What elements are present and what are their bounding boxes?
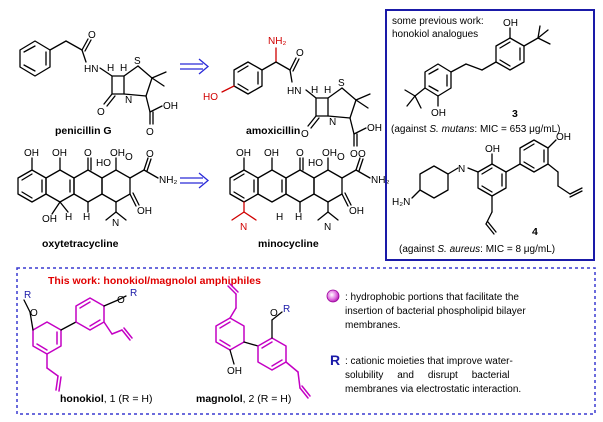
arrow-penicillin-to-amoxicillin [180,58,210,75]
hydrophobic-legend-line-2: insertion of bacterial phospholipid bila… [345,306,526,317]
compound3-number: 3 [512,108,518,120]
compound4-oh-1: OH [485,144,500,155]
amoxicillin-name: amoxicillin [246,125,300,137]
amoxicillin-nh2: NH₂ [268,36,286,47]
magnolol-o: O [270,308,278,319]
oxytetracycline-structure: OH OH O HO OH O O NH₂ OH H OH H N oxytet… [17,148,177,250]
penicillin-oh: OH [163,101,178,112]
oxytet-nh2: NH₂ [159,175,177,186]
oxytet-oh-4: OH [137,206,152,217]
amoxicillin-o-amide: O [296,48,304,59]
mino-oh-1: OH [236,148,251,159]
mino-oh-4: OH [349,206,364,217]
oxytet-o-3: O [146,149,154,160]
compound3-oh-bottom: OH [431,108,446,119]
mino-o-2: O [337,152,345,163]
penicillin-o-lactam: O [97,107,105,118]
previous-work-subtitle: honokiol analogues [392,29,478,40]
compound3-oh-top: OH [503,18,518,29]
mino-o-1: O [296,148,304,159]
mino-nh2: NH₂ [371,175,389,186]
compound4-oh-2: OH [556,132,571,143]
honokiol-caption: honokiol, 1 (R = H) [60,393,152,405]
cationic-legend-line-1: : cationic moieties that improve water- [345,356,513,367]
hydrophobic-legend-icon [326,289,340,303]
compound4-activity: (against S. aureus: MIC = 8 μg/mL) [399,244,555,255]
penicillin-o-carbonyl: O [88,30,96,41]
penicillin-g-structure: O HN H H S N O OH O penicillin G [19,30,178,138]
amoxicillin-hn: HN [287,86,301,97]
penicillin-hn: HN [84,64,98,75]
amoxicillin-ho: HO [203,92,218,103]
oxytet-o-1: O [84,148,92,159]
penicillin-h1: H [107,63,114,74]
mino-oh-2: OH [264,148,279,159]
penicillin-h2: H [120,63,127,74]
mino-o-3: O [358,149,366,160]
magnolol-r: R [283,304,290,315]
compound4-number: 4 [532,226,538,238]
minocycline-structure: OH OH O HO OH O O NH₂ OH H H N N minocyc… [229,148,389,250]
amoxicillin-h1: H [311,85,318,96]
penicillin-s: S [134,56,141,67]
magnolol-oh: OH [227,366,242,377]
hydrophobic-legend-line-1: : hydrophobic portions that facilitate t… [345,292,519,303]
oxytet-oh-1: OH [24,148,39,159]
oxytet-h-2: H [65,212,72,223]
oxytet-n: N [112,218,119,229]
penicillin-o-acid: O [146,127,154,138]
oxytetracycline-name: oxytetracycline [42,238,119,250]
magnolol-caption: magnolol, 2 (R = H) [196,393,291,405]
oxytet-oh-2: OH [52,148,67,159]
compound3-activity: (against S. mutans: MIC = 653 μg/mL) [391,124,560,135]
minocycline-name: minocycline [258,238,319,250]
amoxicillin-structure: NH₂ HO O HN H H S N O OH O amoxicillin [203,36,382,160]
mino-n-red: N [240,222,247,233]
cationic-legend-line-3: membranes via electrostatic interaction. [345,384,521,395]
mino-n: N [324,222,331,233]
penicillin-n: N [125,95,132,106]
previous-work-panel: some previous work: honokiol analogues O… [385,9,595,261]
previous-work-title: some previous work: [392,16,484,27]
compound4-h2n: H₂N [392,197,410,208]
this-work-panel: This work: honokiol/magnolol amphiphiles… [16,267,596,415]
arrow-oxytetracycline-to-minocycline [180,172,210,189]
honokiol-o-left: O [30,308,38,319]
amoxicillin-s: S [338,78,345,89]
mino-oh-3: OH [322,148,337,159]
oxytet-oh-5: OH [42,214,57,225]
penicillin-name: penicillin G [55,125,112,137]
mino-h-1: H [276,212,283,223]
amoxicillin-o-lactam: O [301,129,309,140]
oxytet-o-2: O [125,152,133,163]
oxytet-oh-3: OH [110,148,125,159]
honokiol-r-left: R [24,290,31,301]
compound4-n: N [458,164,465,175]
cationic-legend-r-symbol: R [330,352,340,368]
hydrophobic-legend-line-3: membranes. [345,320,401,331]
oxytet-h-1: H [83,212,90,223]
amoxicillin-n: N [329,117,336,128]
honokiol-o-right: O [117,295,125,306]
amoxicillin-h2: H [324,85,331,96]
oxytet-ho: HO [96,158,111,169]
amoxicillin-oh: OH [367,123,382,134]
amoxicillin-o-acid: O [350,149,358,160]
cationic-legend-line-2: solubility and disrupt bacterial [345,370,510,381]
this-work-title: This work: honokiol/magnolol amphiphiles [48,275,261,287]
mino-ho: HO [308,158,323,169]
honokiol-r-right: R [130,288,137,299]
mino-h-2: H [295,212,302,223]
